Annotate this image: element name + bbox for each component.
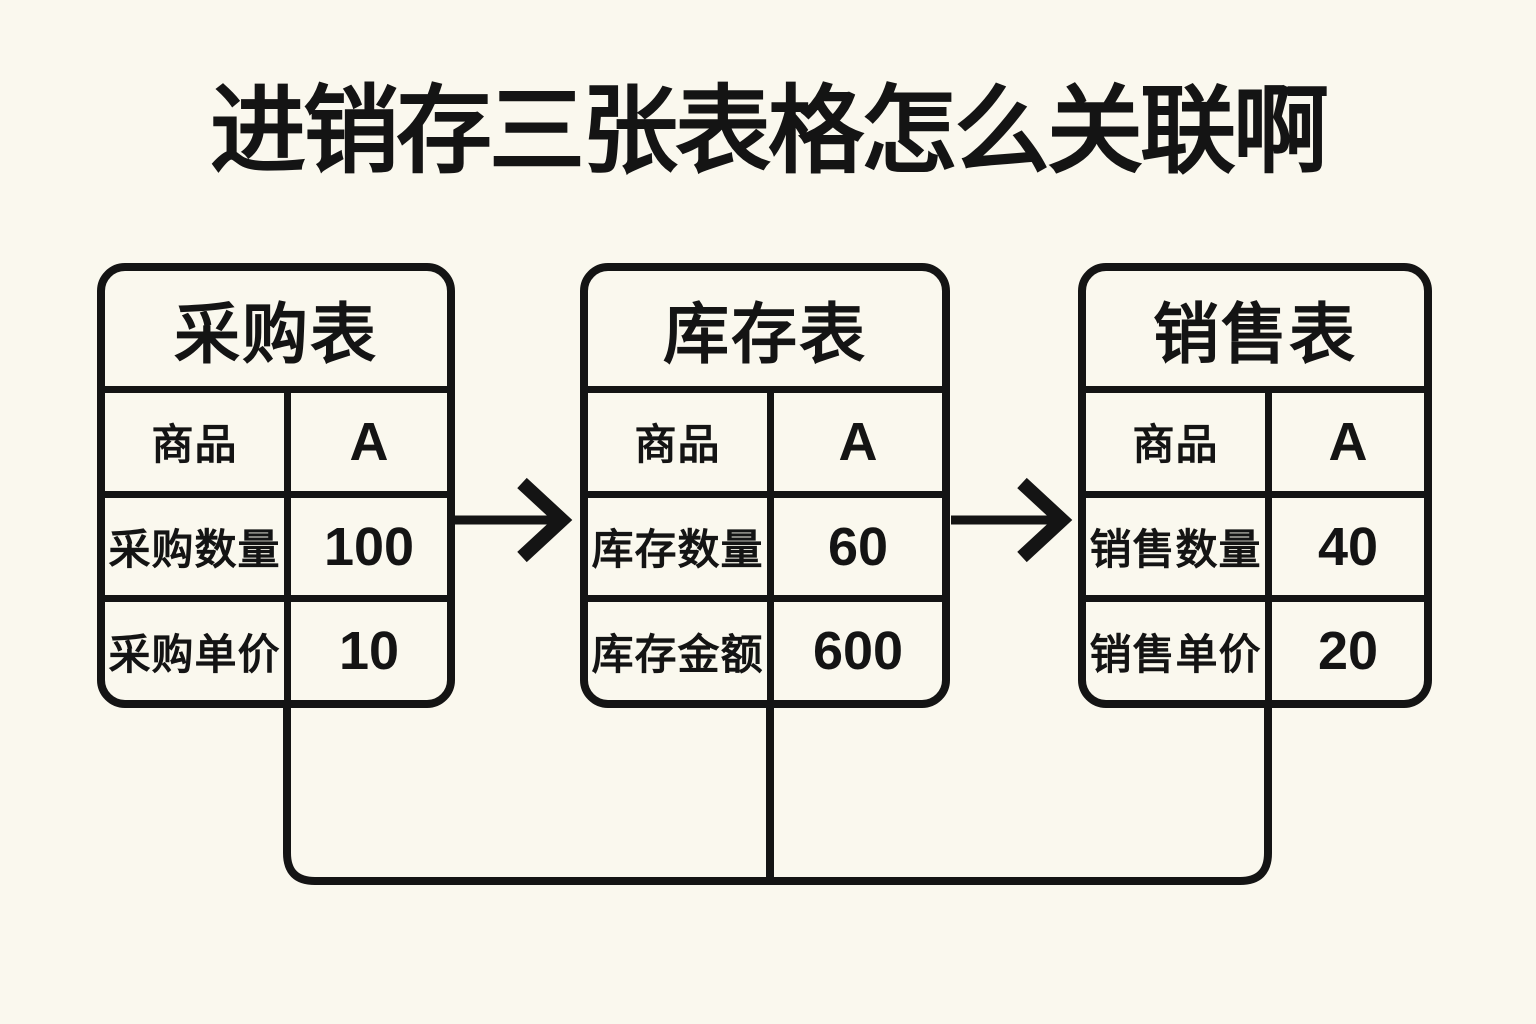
row-value: 40: [1317, 516, 1379, 577]
row-label: 商品: [105, 393, 291, 491]
row-value: 60: [827, 516, 889, 577]
arrow-inventory-to-sales-icon: [951, 477, 1073, 563]
table-row: 采购单价 10: [105, 595, 447, 700]
arrow-purchase-to-inventory-icon: [451, 477, 573, 563]
row-value: A: [1328, 411, 1368, 472]
row-label: 采购数量: [105, 497, 291, 596]
table-sales: 销售表 商品 A 销售数量 40 销售单价 20: [1078, 263, 1432, 708]
row-value: 20: [1317, 621, 1379, 682]
row-label: 采购单价: [105, 602, 291, 700]
table-row: 销售单价 20: [1086, 595, 1424, 700]
table-inventory: 库存表 商品 A 库存数量 60 库存金额 600: [580, 263, 950, 708]
table-sales-title: 销售表: [1086, 271, 1424, 393]
table-row: 库存数量 60: [588, 490, 942, 596]
table-row: 库存金额 600: [588, 595, 942, 700]
table-purchase-title: 采购表: [105, 271, 447, 393]
row-label: 销售单价: [1086, 602, 1272, 700]
table-purchase: 采购表 商品 A 采购数量 100 采购单价 10: [97, 263, 455, 708]
table-row: 销售数量 40: [1086, 490, 1424, 596]
row-label: 库存数量: [588, 497, 774, 596]
row-value: A: [838, 411, 878, 472]
table-row: 商品 A: [1086, 393, 1424, 491]
row-label: 商品: [1086, 393, 1272, 491]
row-label: 销售数量: [1086, 497, 1272, 596]
bottom-link-line: [283, 703, 1272, 885]
row-value: 10: [338, 621, 400, 682]
page-title: 进销存三张表格怎么关联啊: [210, 78, 1329, 185]
row-label: 商品: [588, 393, 774, 491]
table-row: 商品 A: [105, 393, 447, 491]
row-value: A: [349, 411, 389, 472]
row-value: 100: [323, 516, 415, 577]
table-inventory-title: 库存表: [588, 271, 942, 393]
row-label: 库存金额: [588, 602, 774, 700]
row-value: 600: [812, 621, 904, 682]
table-row: 采购数量 100: [105, 490, 447, 596]
table-row: 商品 A: [588, 393, 942, 491]
